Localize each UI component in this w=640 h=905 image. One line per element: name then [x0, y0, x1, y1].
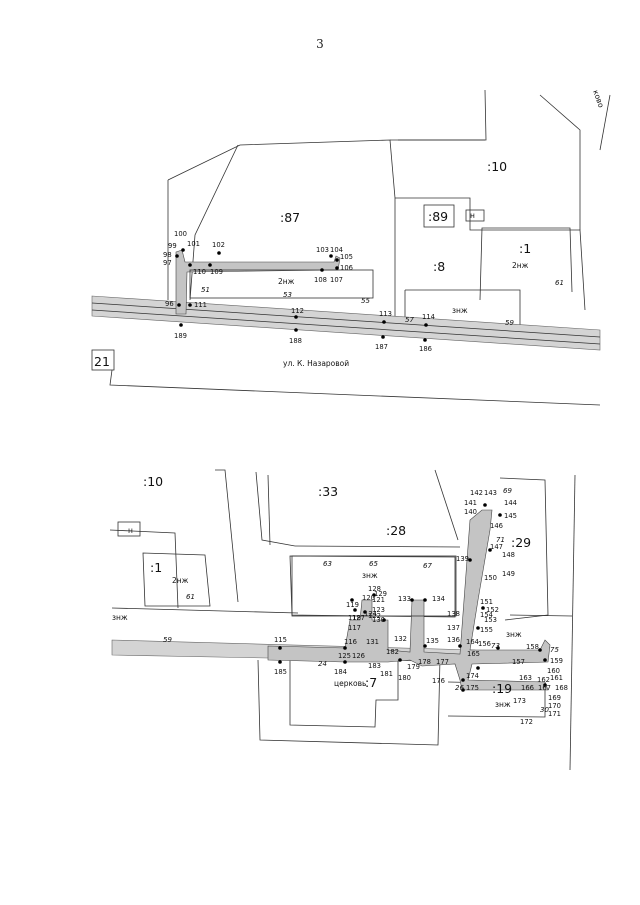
cadastral-87: :87: [280, 210, 300, 225]
cadastral-21: 21: [94, 354, 110, 369]
svg-text:188: 188: [289, 337, 302, 345]
svg-text:106: 106: [340, 264, 353, 272]
house-number-55: 55: [361, 297, 370, 305]
svg-text:113: 113: [379, 310, 392, 318]
survey-points-upper: [175, 248, 428, 342]
svg-text:186: 186: [419, 345, 432, 353]
building-label-1: 2нж: [278, 277, 295, 286]
svg-text:102: 102: [212, 241, 225, 249]
building-label-3: знж: [452, 306, 468, 315]
svg-text:189: 189: [174, 332, 187, 340]
svg-text:110: 110: [193, 268, 206, 276]
house-number-61: 61: [555, 279, 564, 287]
svg-text:96: 96: [165, 300, 174, 308]
corner-label: ково: [591, 89, 606, 109]
svg-text:114: 114: [422, 313, 435, 321]
svg-text:104: 104: [330, 246, 343, 254]
point-labels-upper: 100 101 102 103 104 105 106 107 108 109 …: [163, 230, 435, 353]
cadastral-89: :89: [428, 209, 448, 224]
svg-text:100: 100: [174, 230, 187, 238]
house-number-59: 59: [505, 319, 514, 327]
building-label-2: 2нж: [512, 261, 529, 270]
svg-text:101: 101: [187, 240, 200, 248]
svg-text:112: 112: [291, 307, 304, 315]
svg-text:98: 98: [163, 251, 172, 259]
parcel-boundaries-upper: [109, 89, 611, 406]
house-number-57: 57: [405, 316, 414, 324]
svg-text:111: 111: [194, 301, 207, 309]
svg-text:187: 187: [375, 343, 388, 351]
page-number: 3: [316, 37, 324, 51]
street-band-upper: [91, 295, 601, 351]
svg-text:108: 108: [314, 276, 327, 284]
house-number-53: 53: [283, 291, 292, 299]
svg-text:105: 105: [340, 253, 353, 261]
svg-text:109: 109: [210, 268, 223, 276]
cadastral-10: :10: [487, 159, 507, 174]
house-number-51: 51: [201, 286, 210, 294]
cadastral-1: :1: [519, 241, 531, 256]
svg-text:103: 103: [316, 246, 329, 254]
utility-corridor-upper: [175, 249, 341, 315]
svg-text:107: 107: [330, 276, 343, 284]
cadastral-8: :8: [433, 259, 445, 274]
h-label-upper: н: [470, 211, 475, 220]
street-label: ул. К. Назаровой: [283, 359, 349, 368]
svg-text:97: 97: [163, 259, 172, 267]
svg-text:99: 99: [168, 242, 177, 250]
